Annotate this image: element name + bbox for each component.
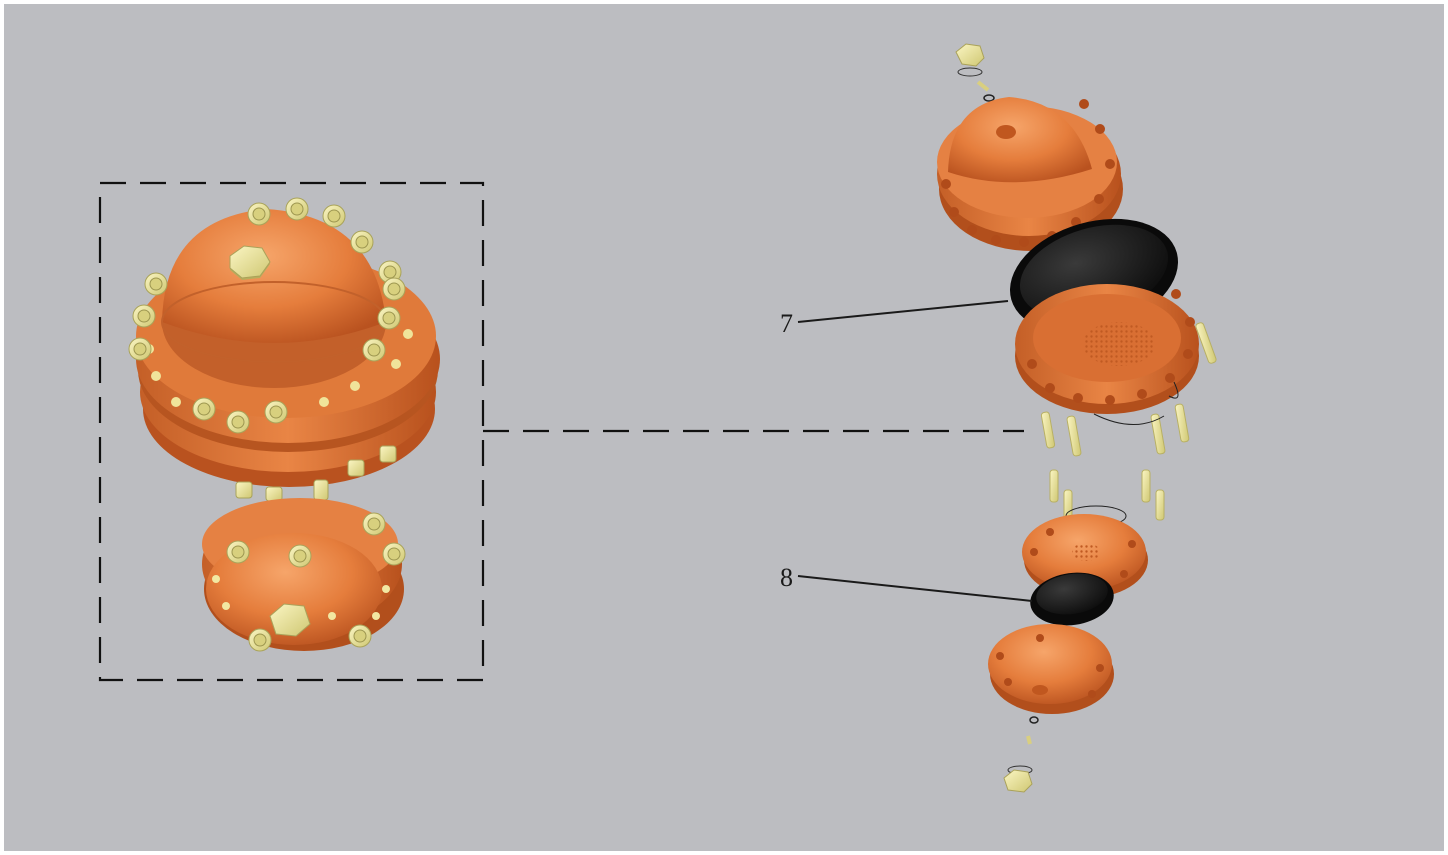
callout-7-leader: [797, 300, 1009, 323]
exploded-view-drawing: [98, 43, 1217, 793]
assembled-pump-housing: [128, 197, 440, 652]
diagram-canvas: 7 8: [4, 4, 1444, 851]
callout-8-label: 8: [780, 563, 793, 592]
exploded-pump-housing: [937, 43, 1217, 793]
callout-8-leader: [797, 575, 1033, 602]
callout-7-label: 7: [780, 309, 793, 338]
hex-bolt-icon: [229, 245, 271, 280]
diaphragm-small: [1030, 572, 1114, 626]
